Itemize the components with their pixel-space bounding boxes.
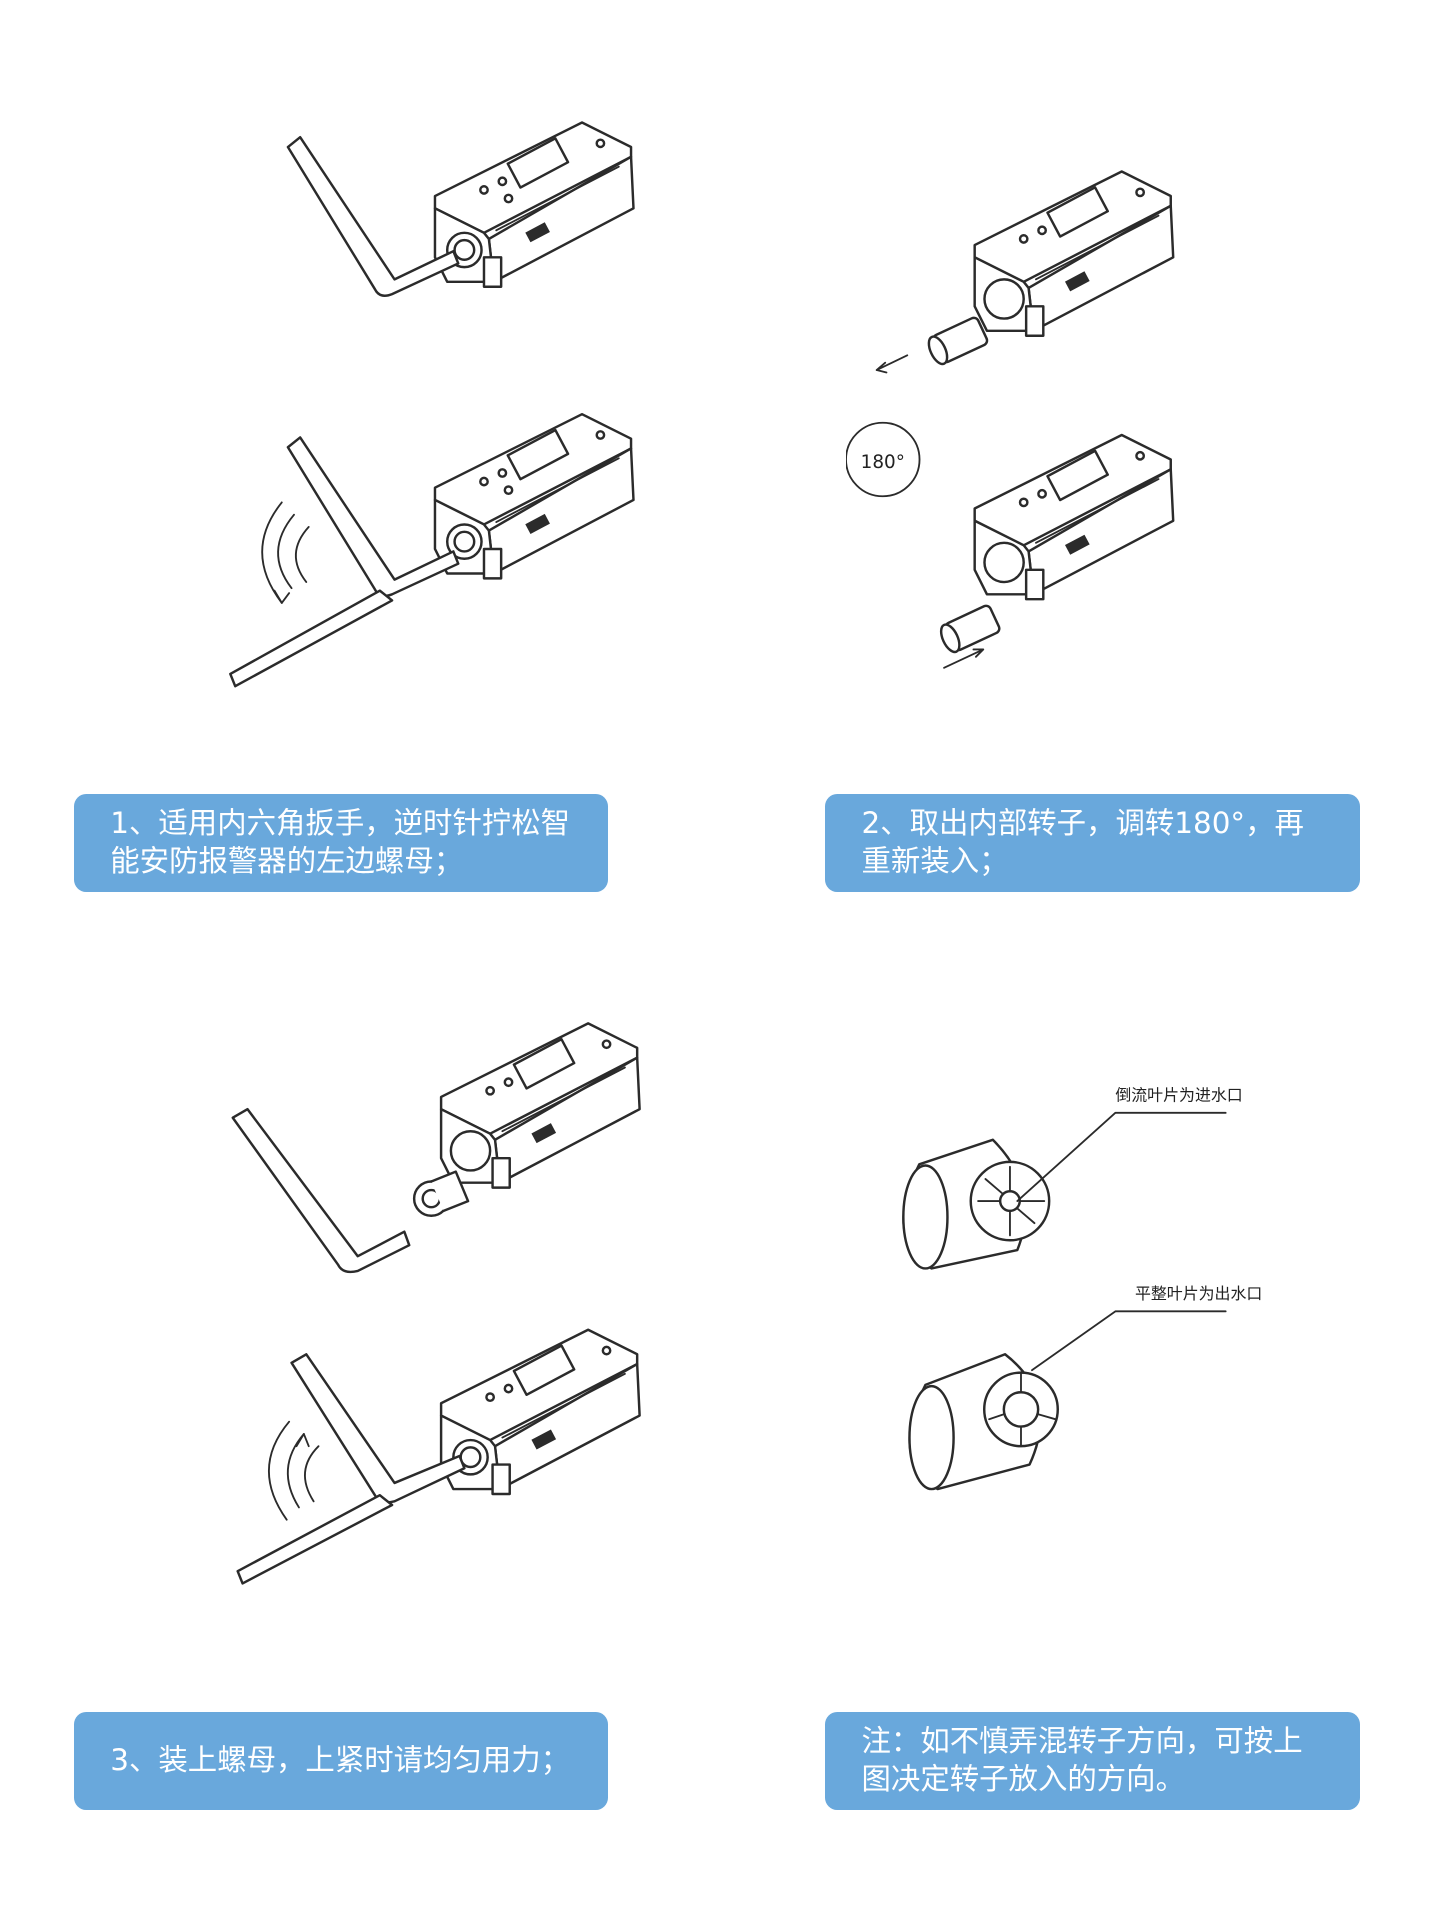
outlet-label: 平整叶片为出水口 [1135, 1284, 1262, 1303]
step2-text: 2、取出内部转子，调转180°，再重新装入； [861, 806, 1304, 879]
step3-caption: 3、装上螺母，上紧时请均匀用力； [73, 1712, 608, 1811]
note-caption: 注：如不慎弄混转子方向，可按上图决定转子放入的方向。 [824, 1712, 1361, 1811]
rotation-label: 180° [860, 452, 904, 473]
note-text: 注：如不慎弄混转子方向，可按上图决定转子放入的方向。 [861, 1724, 1303, 1797]
step3-illustration [196, 1005, 686, 1605]
step1-caption: 1、适用内六角扳手，逆时针拧松智能安防报警器的左边螺母； [73, 794, 608, 893]
step3-text: 3、装上螺母，上紧时请均匀用力； [110, 1743, 571, 1778]
step1-text: 1、适用内六角扳手，逆时针拧松智能安防报警器的左边螺母； [110, 806, 571, 879]
inlet-label: 倒流叶片为进水口 [1115, 1085, 1242, 1104]
rotor-orientation-illustration: 倒流叶片为进水口 平整叶片为出水口 [858, 1054, 1262, 1520]
rotor-drawing: 倒流叶片为进水口 平整叶片为出水口 [901, 1085, 1262, 1491]
step3-drawing [231, 1022, 641, 1585]
step2-drawing: 180° [845, 170, 1175, 669]
step1-illustration [196, 98, 686, 698]
step2-caption: 2、取出内部转子，调转180°，再重新装入； [824, 794, 1361, 893]
step2-illustration: 180° [845, 147, 1214, 686]
step1-drawing [229, 121, 635, 688]
